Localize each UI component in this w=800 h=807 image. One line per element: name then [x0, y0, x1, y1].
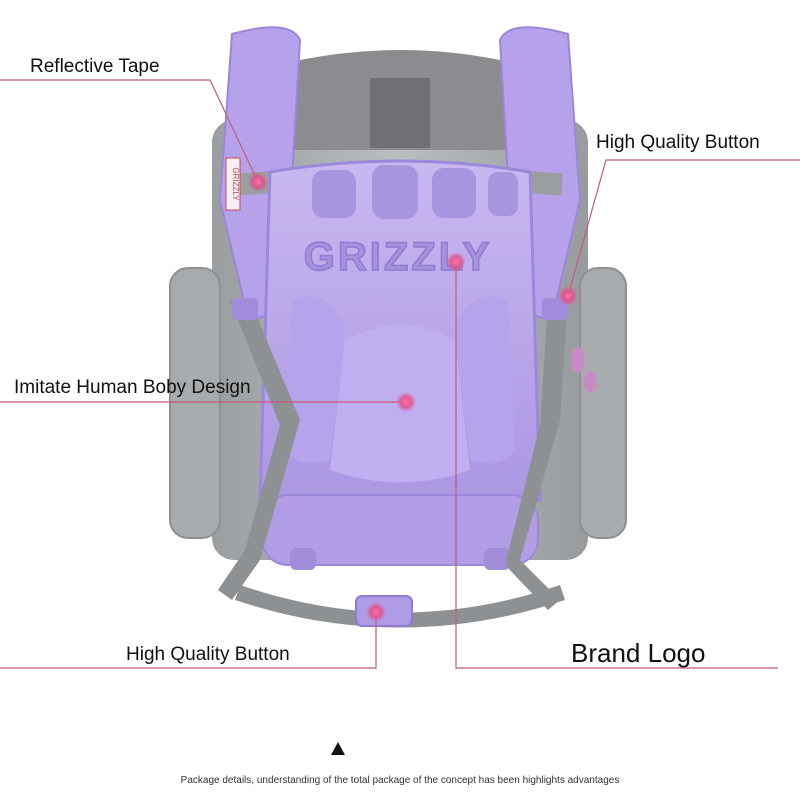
left-webbing-strap: [218, 300, 300, 600]
callout-human-body-design: Imitate Human Boby Design: [14, 377, 251, 398]
top-handle-strap: [370, 78, 430, 148]
up-triangle-icon: [331, 742, 345, 755]
top-button-leader: [567, 159, 800, 297]
padded-cell: [488, 172, 518, 216]
callout-high-quality-button-bottom: High Quality Button: [126, 644, 290, 665]
top-button-marker: [558, 286, 578, 306]
bottom-button-marker: [366, 602, 386, 622]
base-foot: [484, 548, 510, 570]
brand-logo-marker: [446, 252, 466, 272]
zipper-pull: [571, 347, 585, 373]
left-side-pocket: [169, 267, 221, 539]
lumbar-pad-left: [285, 296, 345, 464]
strap-tag-text: GRIZZLY: [231, 167, 240, 201]
reflective-tape-marker: [248, 172, 268, 192]
padded-cell: [432, 168, 476, 218]
reflective-tape-leader: [0, 79, 259, 183]
callout-brand-logo: Brand Logo: [571, 638, 706, 668]
padded-cell: [312, 170, 356, 218]
callout-reflective-tape: Reflective Tape: [30, 56, 160, 77]
zipper-pull: [584, 371, 596, 393]
bottom-webbing-strap: [235, 585, 565, 628]
lumbar-pad-right: [455, 296, 515, 464]
callout-lines: [0, 79, 800, 669]
strap-tag: [225, 157, 241, 211]
package-note: Package details, understanding of the to…: [180, 775, 620, 786]
left-strap-buckle: [232, 298, 258, 320]
right-side-pocket: [579, 267, 627, 539]
callout-high-quality-button-top: High Quality Button: [596, 132, 760, 153]
human-body-marker: [396, 392, 416, 412]
bottom-button-leader: [0, 612, 377, 669]
brand-logo-leader: [455, 262, 778, 669]
padded-cell: [372, 165, 418, 219]
base-foot: [290, 548, 316, 570]
right-webbing-strap: [505, 300, 568, 610]
